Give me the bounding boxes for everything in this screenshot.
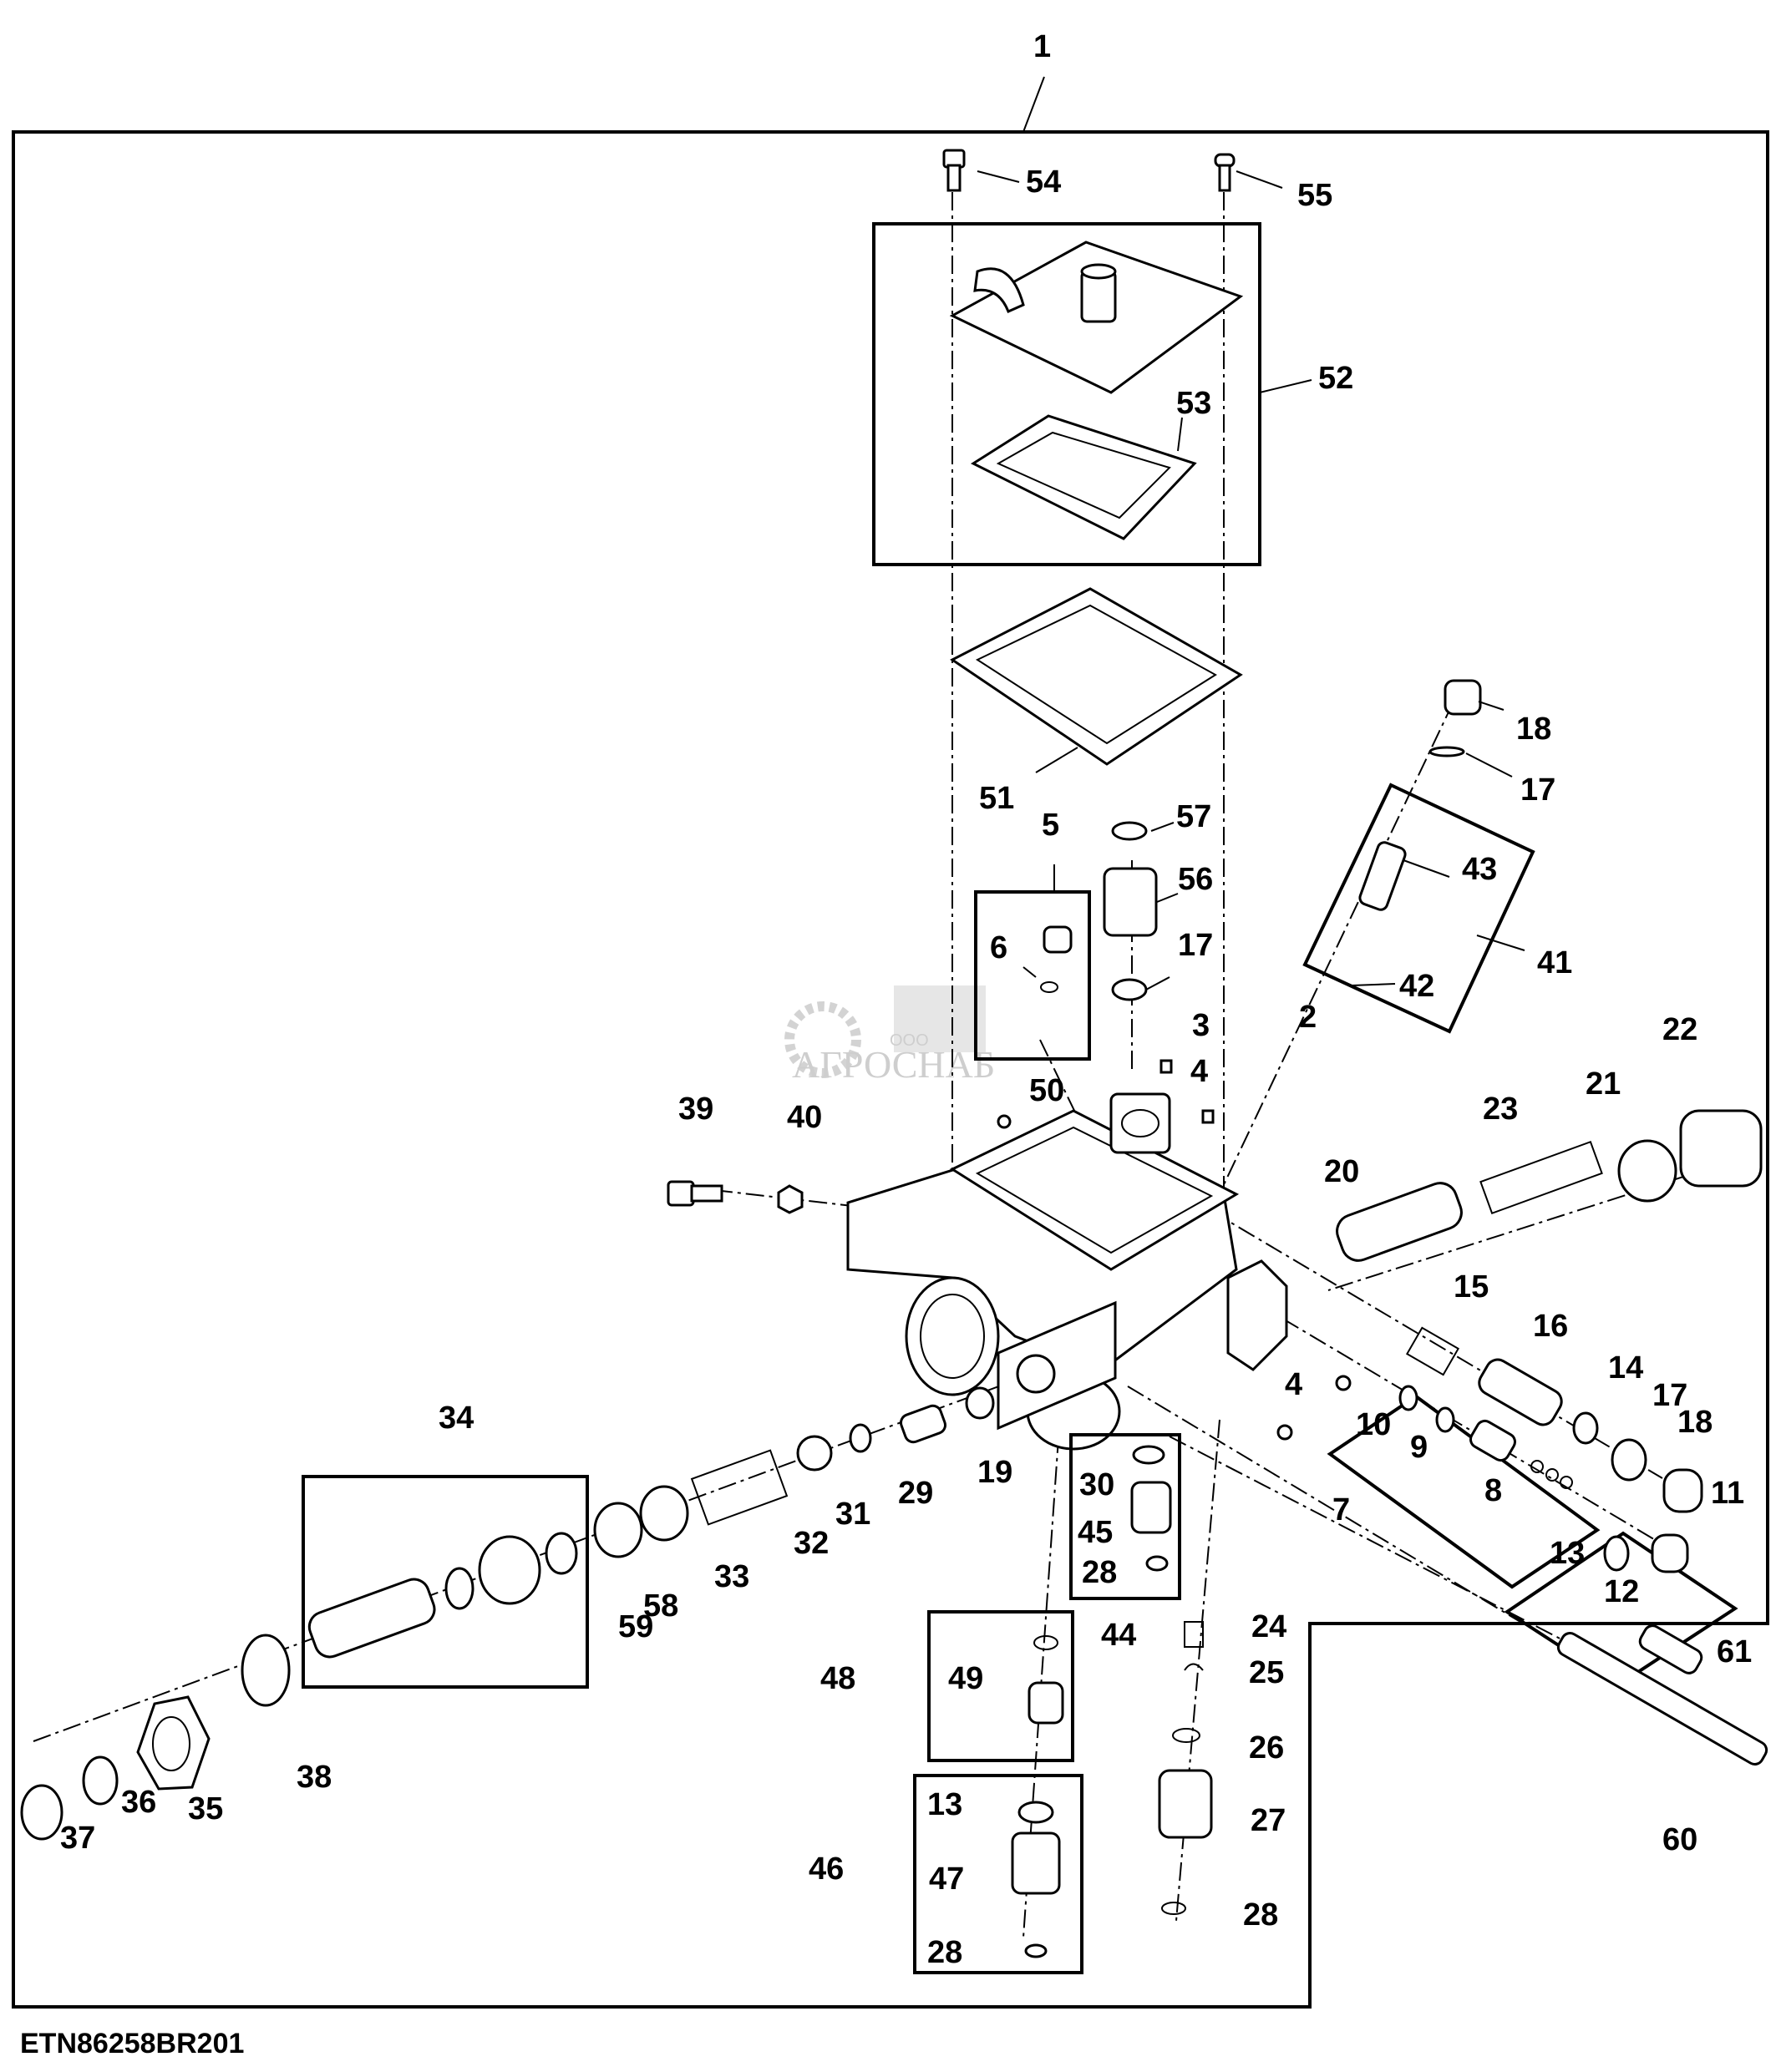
callout-55: 55 [1297, 178, 1332, 213]
callout-50: 50 [1029, 1073, 1064, 1108]
assembly-leader [1022, 76, 1045, 133]
callout-2: 2 [1299, 1000, 1317, 1035]
callout-32: 32 [794, 1526, 829, 1561]
callout-28c: 28 [1243, 1897, 1278, 1933]
callout-10: 10 [1356, 1407, 1391, 1442]
watermark: ООО АГРОСНАБ [784, 985, 995, 1086]
callout-44: 44 [1101, 1618, 1136, 1653]
callout-3: 3 [1192, 1008, 1210, 1043]
kit-box-34 [302, 1475, 589, 1689]
callout-labels: 1 2 3 4 4 5 6 7 8 9 10 11 12 13 13 14 15… [60, 29, 1752, 1970]
valve-housing [846, 1092, 1288, 1451]
bolt-54 [942, 149, 966, 192]
callout-58: 58 [643, 1588, 678, 1624]
callout-20: 20 [1324, 1154, 1359, 1189]
kit-box-5 [974, 890, 1091, 1061]
callout-15: 15 [1454, 1269, 1489, 1304]
callout-24: 24 [1251, 1609, 1286, 1644]
callout-12: 12 [1604, 1574, 1639, 1609]
callout-33: 33 [714, 1559, 749, 1594]
callout-11: 11 [1711, 1476, 1744, 1511]
callout-59: 59 [618, 1609, 653, 1644]
callout-19: 19 [977, 1455, 1012, 1490]
callout-29: 29 [898, 1476, 933, 1511]
callout-41: 41 [1537, 945, 1572, 980]
callout-42: 42 [1399, 969, 1434, 1004]
callout-13b: 13 [927, 1787, 962, 1822]
callout-18b: 18 [1677, 1405, 1713, 1440]
callout-40: 40 [787, 1100, 822, 1135]
callout-14: 14 [1608, 1350, 1643, 1386]
callout-7: 7 [1332, 1492, 1350, 1527]
callout-31: 31 [835, 1497, 870, 1532]
callout-17a: 17 [1520, 773, 1555, 808]
callout-22: 22 [1662, 1012, 1697, 1047]
callout-36: 36 [121, 1785, 156, 1820]
callout-53: 53 [1176, 386, 1211, 421]
callout-46: 46 [809, 1852, 844, 1887]
callout-57: 57 [1176, 799, 1211, 834]
callout-56: 56 [1178, 862, 1213, 897]
callout-30: 30 [1079, 1467, 1114, 1502]
callout-9: 9 [1410, 1430, 1428, 1465]
kit-box-46 [913, 1774, 1083, 1974]
callout-5: 5 [1042, 808, 1059, 843]
callout-4a: 4 [1190, 1054, 1208, 1089]
kit-box-7 [1327, 1394, 1601, 1589]
callout-60: 60 [1662, 1822, 1697, 1857]
callout-37: 37 [60, 1821, 95, 1856]
callout-26: 26 [1249, 1730, 1284, 1766]
callout-6: 6 [990, 930, 1007, 965]
small-parts [20, 679, 1768, 1958]
callout-25: 25 [1249, 1655, 1284, 1690]
callout-48: 48 [820, 1661, 855, 1696]
gasket-51 [950, 587, 1243, 766]
callout-45: 45 [1078, 1515, 1113, 1550]
callout-17c: 17 [1652, 1378, 1687, 1413]
callout-35: 35 [188, 1791, 223, 1826]
watermark-name: АГРОСНАБ [792, 1043, 995, 1086]
callout-16: 16 [1533, 1309, 1568, 1344]
figure-id: ETN86258BR201 [20, 2028, 244, 2059]
callout-21: 21 [1586, 1066, 1621, 1102]
callout-28b: 28 [927, 1935, 962, 1970]
kit-box-41 [1302, 783, 1535, 1034]
watermark-prefix: ООО [890, 1031, 929, 1050]
cover-plate [949, 241, 1244, 394]
callout-8: 8 [1484, 1473, 1502, 1508]
callout-49: 49 [948, 1661, 983, 1696]
callout-43: 43 [1462, 852, 1497, 887]
assembly-boundary [12, 130, 1769, 2009]
callout-13a: 13 [1550, 1536, 1585, 1571]
callout-leaders [977, 170, 1525, 990]
callout-17b: 17 [1178, 928, 1213, 963]
cover-gasket-53 [970, 414, 1197, 540]
callout-34: 34 [439, 1401, 474, 1436]
callout-39: 39 [678, 1092, 713, 1127]
callout-28a: 28 [1082, 1555, 1117, 1590]
callout-54: 54 [1026, 165, 1061, 200]
callout-1: 1 [1033, 29, 1051, 64]
callout-61: 61 [1717, 1634, 1752, 1669]
callout-23: 23 [1483, 1092, 1518, 1127]
callout-47: 47 [929, 1862, 964, 1897]
callout-51: 51 [979, 781, 1014, 816]
callout-27: 27 [1251, 1803, 1286, 1838]
kit-box-52 [872, 222, 1261, 566]
kit-box-44 [1069, 1433, 1181, 1600]
bolt-55 [1214, 153, 1236, 192]
callout-4b: 4 [1285, 1367, 1302, 1402]
callout-52: 52 [1318, 361, 1353, 396]
callout-38: 38 [297, 1760, 332, 1795]
callout-18a: 18 [1516, 712, 1551, 747]
kit-box-48 [927, 1610, 1074, 1762]
